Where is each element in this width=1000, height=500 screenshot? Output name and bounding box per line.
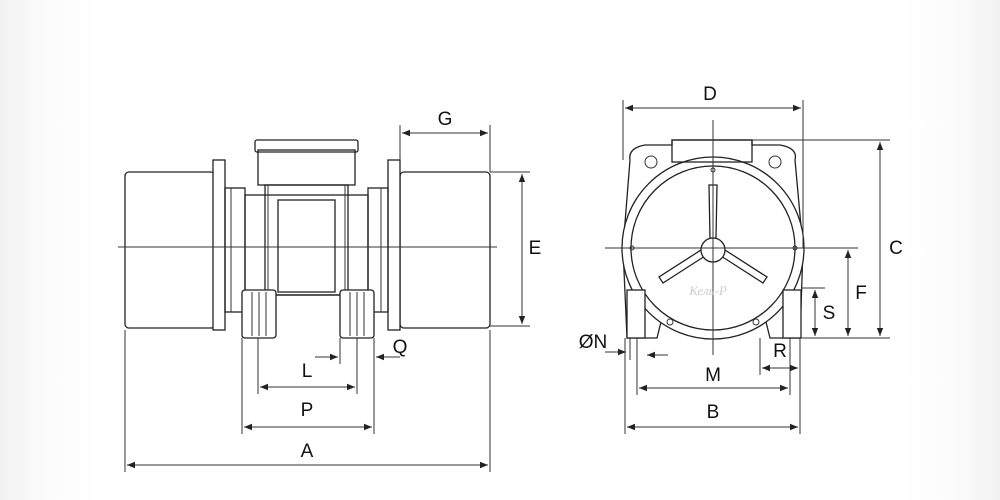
dimension-label-f: F xyxy=(855,283,867,304)
dimension-label-l: L xyxy=(302,361,313,382)
dimension-label-m: M xyxy=(705,365,721,386)
dimension-label-a: A xyxy=(301,441,314,462)
dimension-label-g: G xyxy=(438,109,453,130)
dimension-label-b: B xyxy=(707,402,720,423)
dimension-label-q: Q xyxy=(393,337,408,358)
dimension-label-c: C xyxy=(889,238,903,259)
dimension-label-s: S xyxy=(823,303,836,324)
side-view xyxy=(118,125,530,472)
watermark-logo: Кель-Р xyxy=(688,283,727,298)
dimension-label-r: R xyxy=(773,341,787,362)
dimension-label-n: ØN xyxy=(579,332,608,353)
front-view: Кель-Р xyxy=(605,100,890,434)
dimension-label-e: E xyxy=(529,238,542,259)
dimension-label-d: D xyxy=(703,84,717,105)
dimension-label-p: P xyxy=(301,400,314,421)
